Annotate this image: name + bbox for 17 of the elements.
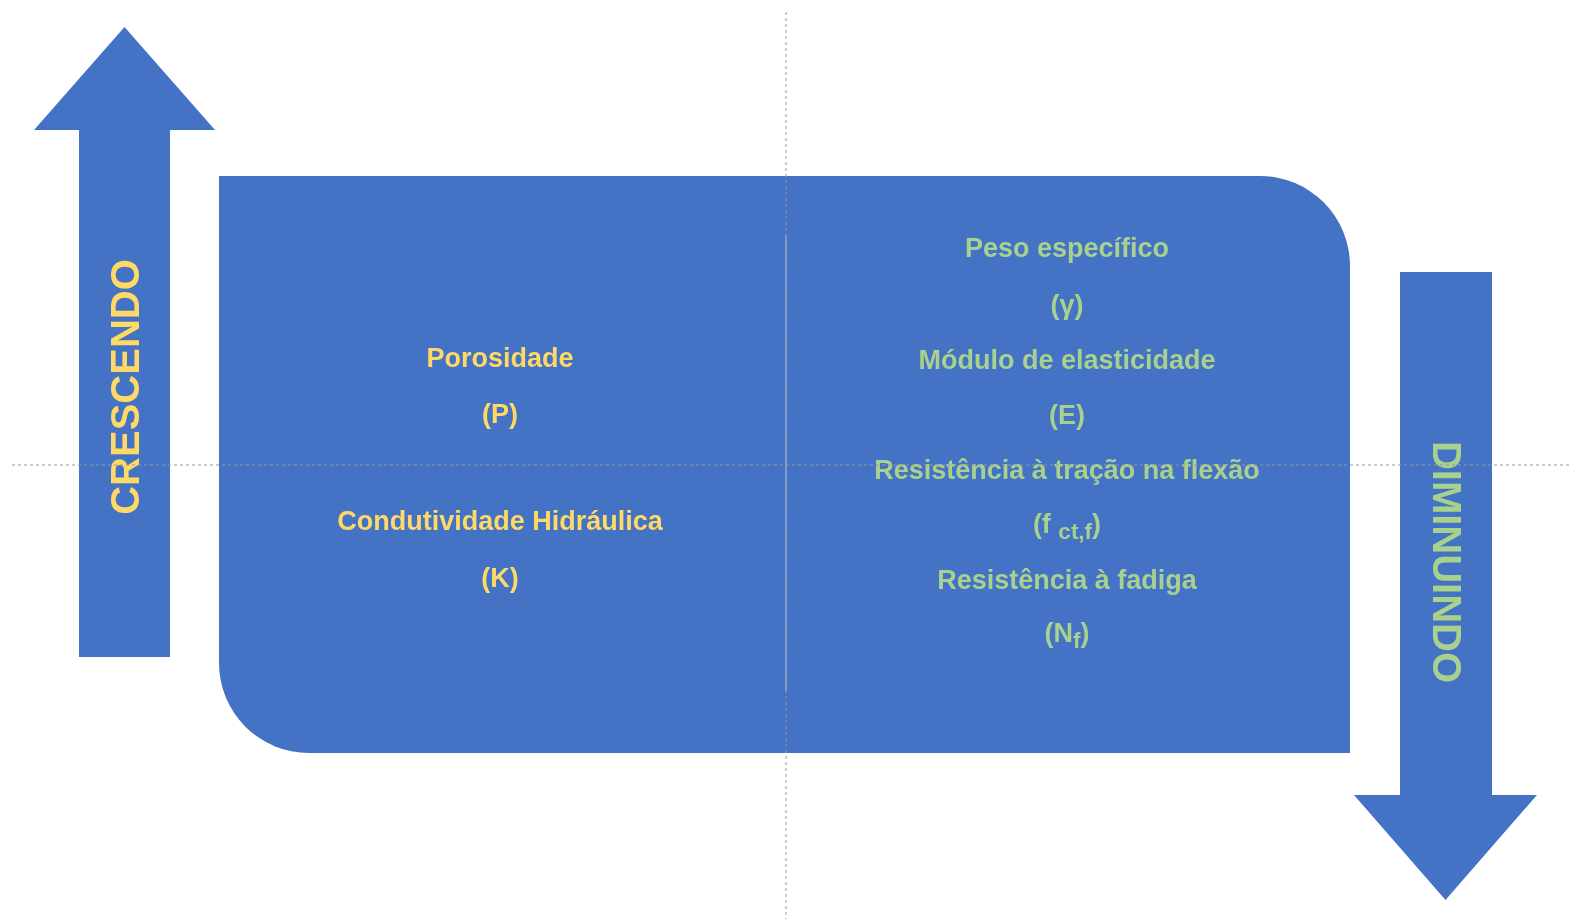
rounded-panel [219,176,1350,753]
symbol-text: (γ) [1050,289,1084,321]
property-label: Peso específico [964,232,1170,264]
down-block-arrow [1354,272,1537,900]
property-label: Resistência à tração na flexão [874,454,1260,486]
symbol-text: (N$_{f}$) [1044,617,1090,655]
property-label: Módulo de elasticidade [918,344,1216,376]
property-label: Resistência à fadiga [937,564,1197,596]
symbol-text: (E) [1049,399,1085,431]
up-block-arrow [34,27,215,657]
arrow-label: DIMINUINDO [1423,440,1468,684]
property-label: Condutividade Hidráulica [337,505,663,537]
symbol-text: (f $_{ct,f}$) [1032,508,1102,546]
symbol-text: (P) [482,398,518,430]
property-label: Porosidade [426,342,574,374]
arrow-label: CRESCENDO [102,259,147,515]
symbol-text: (K) [481,562,519,594]
